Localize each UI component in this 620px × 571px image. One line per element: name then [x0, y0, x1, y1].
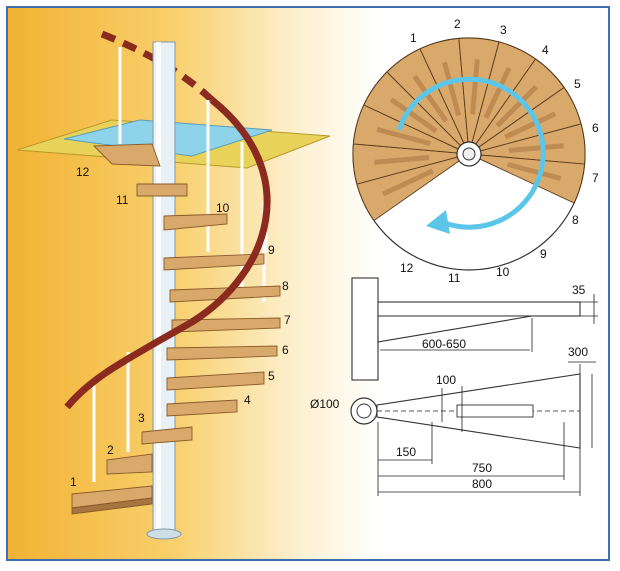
- stair-label-8: 8: [282, 279, 289, 293]
- stair-label-4: 4: [244, 393, 251, 407]
- plan-tread-slot-3: [376, 126, 432, 147]
- figure-frame: 1 2 3 4 5 6 7 8 9 10 11 12 1 2 3 4 5 6: [6, 6, 610, 561]
- dim-outer-width: 300: [568, 345, 588, 359]
- plan-label-7: 7: [592, 171, 599, 185]
- plan-label-5: 5: [574, 77, 581, 91]
- rotation-arrow: [396, 76, 546, 230]
- dim-pole-diameter: Ø100: [310, 397, 340, 411]
- stair-label-12: 12: [76, 165, 90, 179]
- dim-inner-width: 100: [436, 373, 456, 387]
- dim-800: 800: [472, 477, 492, 491]
- stair-label-3: 3: [138, 411, 145, 425]
- stair-step-labels: 1 2 3 4 5 6 7 8 9 10 11 12: [70, 165, 291, 489]
- stair-label-1: 1: [70, 475, 77, 489]
- plan-tread-slot-9: [495, 85, 538, 128]
- dim-750: 750: [472, 461, 492, 475]
- stair-label-9: 9: [268, 243, 275, 257]
- stair-steps: [71, 143, 281, 515]
- plan-label-10: 10: [496, 265, 510, 279]
- plan-tread-slot-11: [508, 143, 564, 154]
- tread-top-view: 300 100 Ø100 150 750 800: [310, 345, 596, 496]
- plan-tread-slot-7: [469, 59, 480, 115]
- plan-label-2: 2: [454, 17, 461, 31]
- plan-treads: [352, 37, 586, 222]
- plan-label-12: 12: [400, 261, 414, 275]
- stair-label-5: 5: [268, 369, 275, 383]
- stair-label-7: 7: [284, 313, 291, 327]
- stair-label-11: 11: [116, 193, 129, 207]
- plan-tread-slot-2: [374, 154, 430, 165]
- dim-thickness: 35: [572, 283, 586, 297]
- plan-tread-slot-6: [441, 61, 462, 117]
- side-bracket: [377, 315, 533, 343]
- handrail: [64, 97, 271, 410]
- plan-tread-slot-12: [506, 161, 562, 182]
- dim-tread-length: 600-650: [422, 337, 466, 351]
- plan-step-labels: 1 2 3 4 5 6 7 8 9 10 11 12: [400, 17, 599, 285]
- plan-tread-12: [479, 154, 586, 204]
- plan-label-11: 11: [448, 271, 461, 285]
- plan-tread-slot-10: [504, 111, 557, 140]
- tread-slot: [456, 404, 534, 418]
- stair-diagram: 1 2 3 4 5 6 7 8 9 10 11 12 1 2 3 4 5 6: [16, 17, 599, 540]
- stair-label-6: 6: [282, 343, 289, 357]
- rotation-arrow-head: [426, 210, 450, 234]
- plan-tread-slot-4: [389, 97, 438, 134]
- plan-label-1: 1: [410, 31, 417, 45]
- stair-label-10: 10: [216, 201, 230, 215]
- plan-tread-slot-1: [381, 168, 434, 197]
- pole-base: [146, 528, 182, 540]
- side-view-drawing: 35 600-650: [351, 277, 598, 381]
- plan-label-3: 3: [500, 23, 507, 37]
- stair-label-2: 2: [107, 443, 114, 457]
- plan-label-9: 9: [540, 247, 547, 261]
- dim-150: 150: [396, 445, 416, 459]
- staircase-3d: 1 2 3 4 5 6 7 8 9 10 11 12: [16, 30, 331, 540]
- plan-label-4: 4: [542, 43, 549, 57]
- plan-tread-slot-8: [483, 66, 512, 119]
- side-pole: [351, 277, 379, 381]
- plan-label-8: 8: [572, 213, 579, 227]
- plan-tread-slot-5: [412, 74, 449, 123]
- side-tread: [377, 301, 581, 317]
- plan-view: 1 2 3 4 5 6 7 8 9 10 11 12: [352, 17, 599, 285]
- plan-label-6: 6: [592, 121, 599, 135]
